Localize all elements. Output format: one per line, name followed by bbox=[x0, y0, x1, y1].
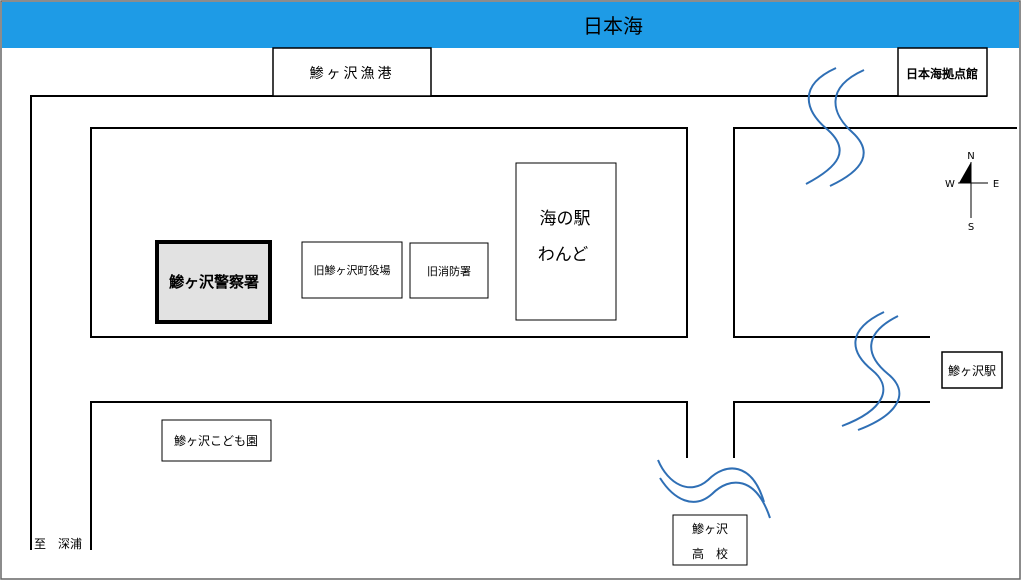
block-east bbox=[733, 127, 1017, 338]
roads bbox=[30, 95, 1017, 550]
compass-north: N bbox=[967, 151, 974, 162]
river-north bbox=[805, 67, 865, 187]
old-fire-station: 旧消防署 bbox=[409, 242, 489, 299]
to-fukaura-label: 至 深浦 bbox=[34, 537, 82, 551]
road-south-west bbox=[90, 401, 688, 550]
sea-band bbox=[2, 2, 1019, 48]
compass-icon: N S E W bbox=[945, 151, 999, 233]
old-town-hall: 旧鯵ヶ沢町役場 bbox=[301, 241, 403, 299]
river-south bbox=[657, 459, 771, 519]
japan-sea-center-label: 日本海拠点館 bbox=[906, 66, 978, 81]
ajigasawa-station-label: 鯵ヶ沢駅 bbox=[948, 364, 996, 378]
roadside-station-label-1: 海の駅 bbox=[540, 209, 591, 229]
police-station-label: 鯵ヶ沢警察署 bbox=[169, 273, 259, 291]
old-town-hall-label: 旧鯵ヶ沢町役場 bbox=[314, 263, 391, 277]
high-school-label-1: 鯵ヶ沢 bbox=[692, 522, 728, 536]
old-fire-station-label: 旧消防署 bbox=[427, 264, 471, 278]
police-station: 鯵ヶ沢警察署 bbox=[155, 240, 272, 324]
river-east bbox=[841, 311, 901, 431]
japan-sea-center: 日本海拠点館 bbox=[897, 47, 988, 97]
sea-label: 日本海 bbox=[583, 14, 643, 38]
ajigasawa-station: 鯵ヶ沢駅 bbox=[941, 351, 1003, 389]
high-school-label-2: 高 校 bbox=[692, 546, 728, 561]
compass-west: W bbox=[945, 179, 955, 190]
road-south-east bbox=[733, 401, 930, 458]
road-north-edge bbox=[30, 95, 987, 550]
fishing-port: 鯵ヶ沢漁港 bbox=[272, 47, 432, 97]
roadside-station: 海の駅 わんど bbox=[515, 162, 617, 321]
compass-south: S bbox=[968, 222, 974, 233]
roadside-station-label-2: わんど bbox=[538, 245, 589, 265]
high-school: 鯵ヶ沢 高 校 bbox=[672, 514, 748, 566]
block-central bbox=[90, 127, 688, 338]
nursery-label: 鯵ヶ沢こども園 bbox=[174, 434, 258, 448]
nursery: 鯵ヶ沢こども園 bbox=[161, 419, 272, 462]
compass-east: E bbox=[993, 179, 999, 190]
fishing-port-label: 鯵ヶ沢漁港 bbox=[310, 66, 395, 82]
